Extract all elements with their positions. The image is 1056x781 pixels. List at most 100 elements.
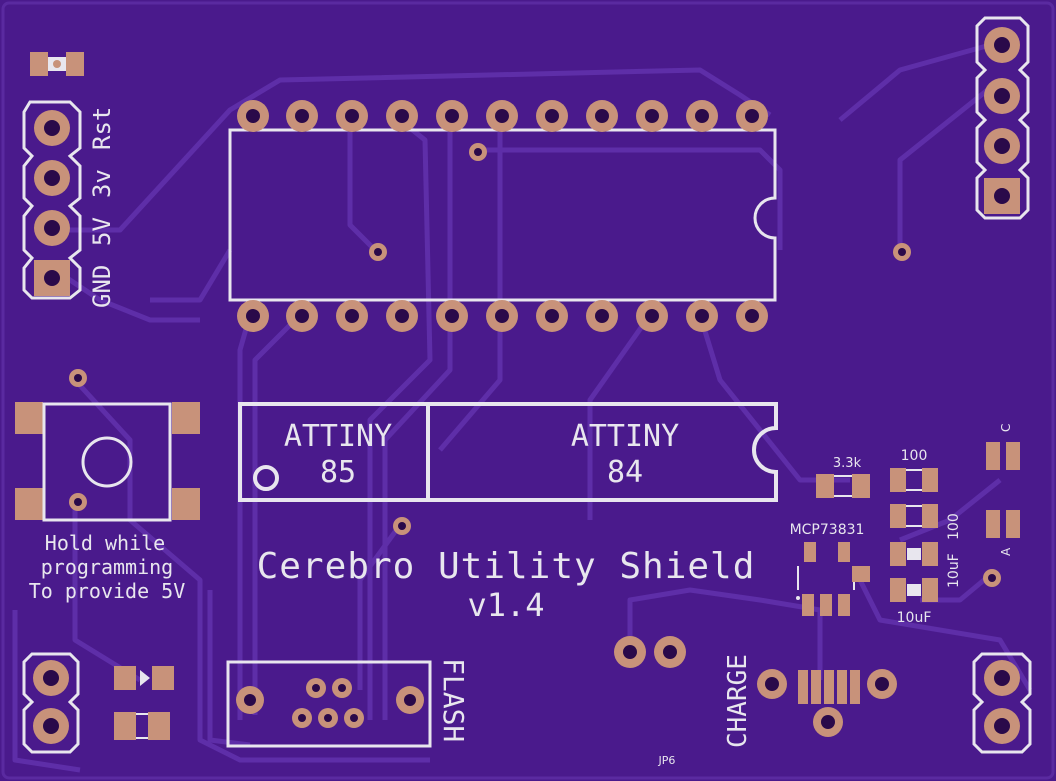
- dip-hole-top-8: [595, 109, 609, 123]
- flash-pin-1-hole: [312, 684, 320, 692]
- header-right-pin-2-hole: [994, 88, 1010, 104]
- smd-cap-pad-b: [148, 712, 170, 740]
- dip-bottom-holes: [246, 309, 759, 323]
- header-left-outline: [22, 100, 82, 300]
- cap-10uf-side-pad-b: [922, 542, 938, 566]
- header-label-rst: Rst: [88, 107, 116, 150]
- button-body-outline: [42, 402, 172, 522]
- usb-pad-2: [811, 670, 821, 704]
- resistor-100-top-pad-b: [922, 468, 938, 492]
- led-pad-a-b: [1006, 510, 1020, 538]
- via-1-hole: [474, 148, 482, 156]
- usb-mount-bottom-hole: [821, 715, 835, 729]
- cap-10uf-side-pad-a: [890, 542, 906, 566]
- via-4-hole: [74, 374, 82, 382]
- smd-cap-pad-a: [114, 712, 136, 740]
- usb-mount-right-hole: [875, 677, 889, 691]
- attiny84-label-line2: 84: [607, 455, 643, 490]
- resistor-3k3-label: 3.3k: [833, 456, 862, 471]
- dip-hole-bottom-10: [695, 309, 709, 323]
- mcp73831-pad-2: [838, 542, 850, 562]
- mcp73831-label: MCP73831: [790, 522, 865, 538]
- dip-hole-bottom-8: [595, 309, 609, 323]
- dip-top-holes: [246, 109, 759, 123]
- button-pad-bl: [15, 488, 43, 520]
- charger-circuit: 3.3k MCP73831 100 10uF: [790, 424, 1020, 626]
- via-3-hole: [898, 248, 906, 256]
- button-note-line1: Hold while: [45, 531, 165, 555]
- dip-hole-bottom-9: [645, 309, 659, 323]
- via-5-hole: [74, 498, 82, 506]
- dip-socket: [228, 100, 777, 332]
- resistor-3k3-pad-b: [852, 474, 870, 498]
- flash-label: FLASH: [437, 658, 470, 742]
- header-left-4pin: GND 5V 3v Rst: [22, 100, 116, 308]
- header-bottom-left-2pin: [22, 652, 80, 754]
- via-6-hole: [398, 522, 406, 530]
- flash-connector: FLASH: [226, 658, 470, 748]
- jp6-label: JP6: [658, 754, 676, 767]
- dip-socket-outline: [228, 128, 777, 302]
- usb-pad-1: [798, 670, 808, 704]
- resistor-100-top-label: 100: [901, 448, 928, 464]
- flash-pin-2-hole: [338, 684, 346, 692]
- smd-diode-bottom-left: [114, 666, 174, 740]
- dip-hole-top-1: [246, 109, 260, 123]
- smd-top-left-pad-a: [30, 52, 48, 76]
- dip-hole-top-11: [745, 109, 759, 123]
- header-right-4pin: [975, 16, 1030, 220]
- cap-10uf-side-body: [907, 548, 921, 560]
- mcp73831-pad-5: [838, 594, 850, 616]
- header-left-pin-1-hole: [44, 120, 60, 136]
- led-cathode-label: C: [999, 424, 1013, 432]
- smd-diode-pad-b: [152, 666, 174, 690]
- header-bottom-left-outline: [22, 652, 80, 754]
- header-label-3v: 3v: [88, 169, 116, 198]
- header-bottom-left-pin-1-hole: [43, 670, 59, 686]
- flash-pin-5-hole: [350, 714, 358, 722]
- smd-diode-symbol: [140, 670, 150, 686]
- via-2-hole: [374, 248, 382, 256]
- mcp73831-pad-4: [820, 594, 832, 616]
- smd-diode-pad-a: [114, 666, 136, 690]
- attiny84-label-line1: ATTINY: [571, 419, 679, 454]
- attiny85-label-line1: ATTINY: [284, 419, 392, 454]
- mcp73831-pin1-dot: [796, 596, 800, 600]
- via-7-hole: [988, 574, 996, 582]
- dip-hole-bottom-11: [745, 309, 759, 323]
- smd-top-left-via: [53, 60, 61, 68]
- smd-top-left: [30, 52, 84, 76]
- attiny85-pin1-marker: [253, 465, 279, 491]
- button-note-line2: programming: [41, 555, 173, 579]
- attiny-outline: [238, 402, 778, 502]
- dip-hole-top-4: [395, 109, 409, 123]
- cap-10uf-bottom-body: [907, 584, 921, 596]
- dip-hole-bottom-4: [395, 309, 409, 323]
- board-title: Cerebro Utility Shield: [257, 546, 756, 587]
- jumper-pads: [614, 636, 686, 668]
- jumper-pad-2-hole: [663, 645, 677, 659]
- flash-mount-left-hole: [244, 694, 256, 706]
- flash-pin-4-hole: [324, 714, 332, 722]
- usb-pad-5: [850, 670, 860, 704]
- header-left-pin-2-hole: [44, 170, 60, 186]
- led-pad-a-a: [986, 510, 1000, 538]
- flash-pin-3-hole: [298, 714, 306, 722]
- button-pad-br: [172, 488, 200, 520]
- header-left-pin-3-hole: [44, 220, 60, 236]
- led-anode-label: A: [999, 547, 1013, 556]
- cap-10uf-bottom-pad-a: [890, 578, 906, 602]
- dip-hole-bottom-7: [545, 309, 559, 323]
- board-version: v1.4: [467, 586, 544, 624]
- usb-mount-left-hole: [765, 677, 779, 691]
- resistor-100-top-pad-a: [890, 468, 906, 492]
- dip-hole-top-5: [445, 109, 459, 123]
- button-note-line3: To provide 5V: [29, 579, 186, 603]
- header-right-outline: [975, 16, 1030, 220]
- dip-hole-bottom-2: [295, 309, 309, 323]
- attiny85-label-line2: 85: [320, 455, 356, 490]
- button-actuator-outline: [81, 436, 133, 488]
- header-label-5v: 5V: [88, 217, 116, 246]
- usb-pad-4: [837, 670, 847, 704]
